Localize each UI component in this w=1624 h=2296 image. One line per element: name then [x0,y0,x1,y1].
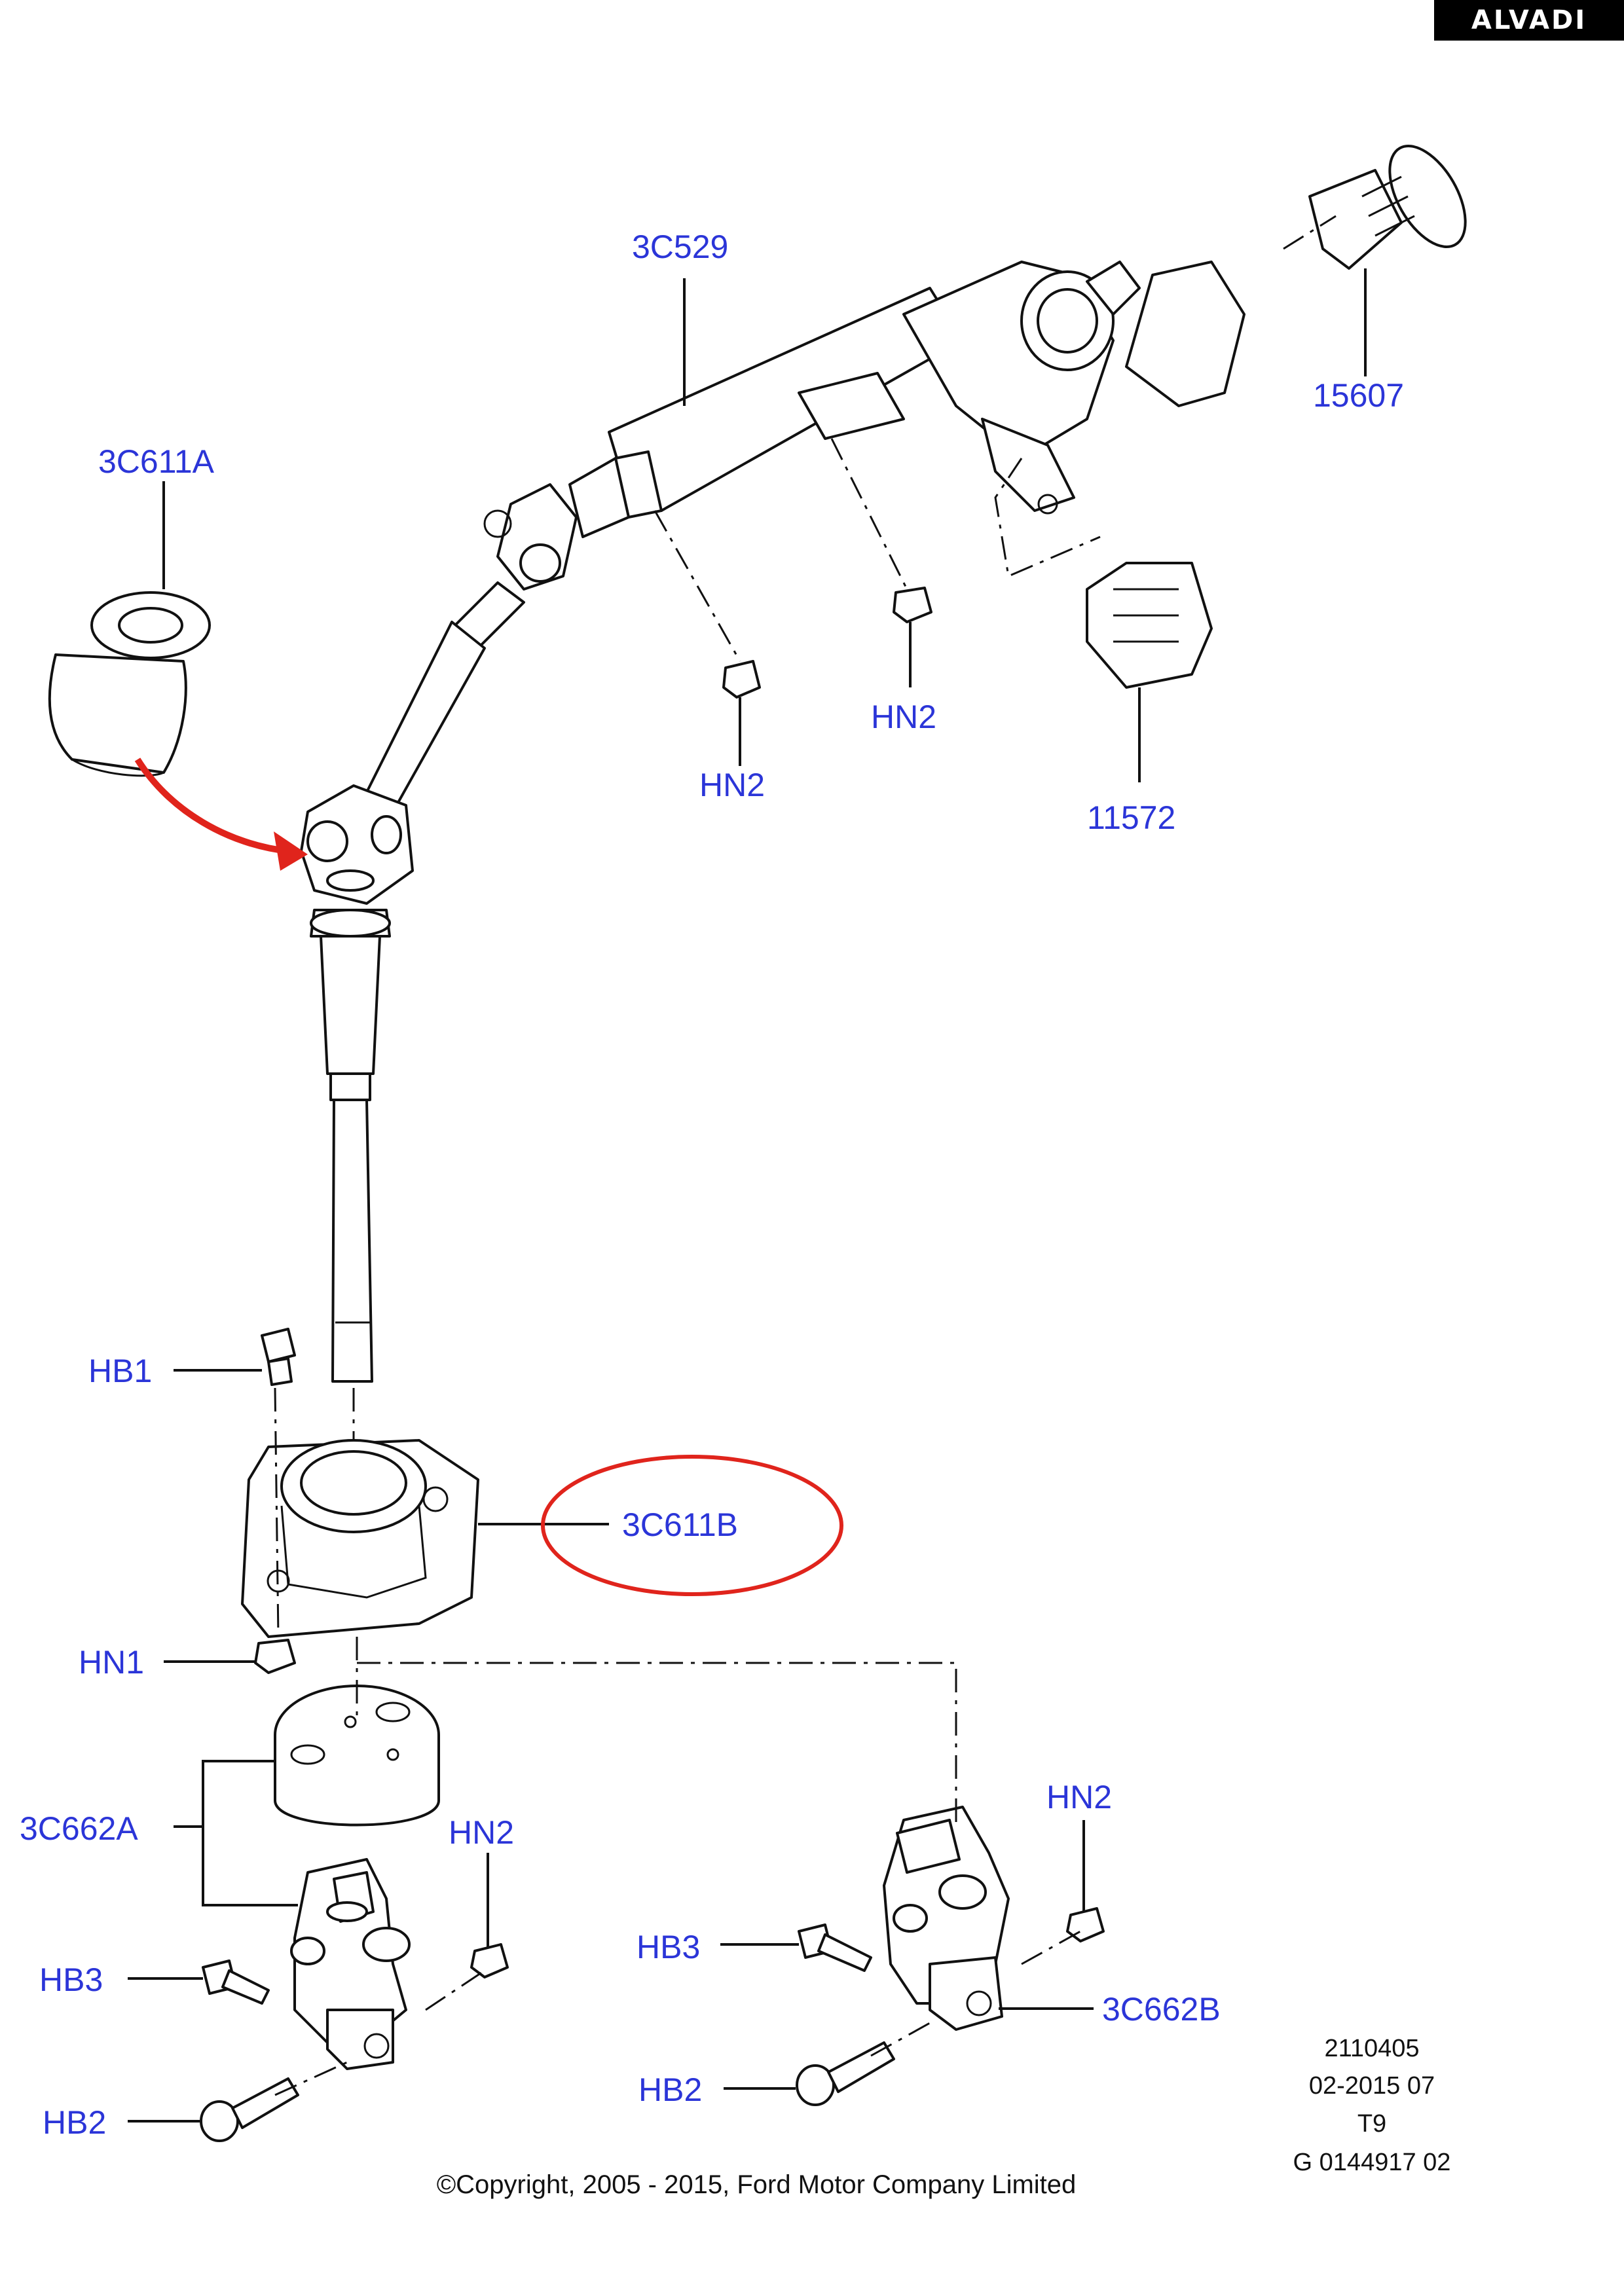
dust-boot-3c611a [48,591,211,777]
cover-plate-3c611b [241,1439,479,1638]
nut-hn1 [254,1639,296,1674]
assembly-lines [274,215,1337,2096]
callout-hn2-lower-left: HN2 [449,1814,515,1851]
nut-hn2-lower-left [470,1943,509,1978]
watermark-text: ALVADI [1471,5,1587,35]
callout-hb3-left: HB3 [39,1961,103,1998]
red-arrow-icon [134,757,289,854]
callout-3c662b: 3C662B [1102,1991,1221,2028]
bolt-hb3-left [202,1959,270,2005]
callout-15607: 15607 [1313,377,1405,414]
universal-joint-3c662b [883,1806,1010,2031]
bolt-hb1 [261,1328,296,1386]
callout-3c611b: 3C611B [622,1506,738,1543]
callout-3c662a: 3C662A [20,1810,138,1847]
callout-3c611a: 3C611A [98,443,214,480]
code-line-3: T9 [1357,2110,1387,2138]
callout-hn2-upper-right: HN2 [871,699,937,735]
leader-lines [128,268,1367,2123]
code-line-4: G 0144917 02 [1293,2149,1451,2176]
callout-11572: 11572 [1087,799,1176,836]
watermark-badge [1434,0,1624,41]
seal-pad [274,1685,440,1827]
callout-hn2-lower-right: HN2 [1046,1779,1113,1815]
callout-hb2-left: HB2 [43,2104,107,2141]
code-line-2: 02-2015 07 [1308,2072,1435,2100]
module-11572 [1086,562,1213,689]
nut-hn2-upper-left [722,660,761,699]
callout-3c529: 3C529 [632,228,729,265]
callout-hn1: HN1 [79,1644,145,1681]
bolt-hb2-left [200,2077,299,2142]
bolt-hb2-right [796,2041,895,2106]
copyright-notice: ©Copyright, 2005 - 2015, Ford Motor Comp… [436,2170,1077,2199]
nut-hn2-upper-right [893,587,932,623]
red-arrow-head-icon [274,831,308,871]
switch-15607 [1308,145,1467,270]
bolt-hb3-right [798,1923,872,1972]
red-highlight-ellipse-icon [541,1455,843,1596]
callout-hb3-right: HB3 [637,1929,701,1965]
universal-joint-3c662a [290,1858,411,2070]
callout-hb1: HB1 [88,1353,153,1389]
callout-hn2-upper-left: HN2 [699,767,766,803]
callout-hb2-right: HB2 [638,2071,703,2108]
code-line-1: 2110405 [1324,2035,1420,2062]
steering-column-3c529 [300,261,1246,1383]
